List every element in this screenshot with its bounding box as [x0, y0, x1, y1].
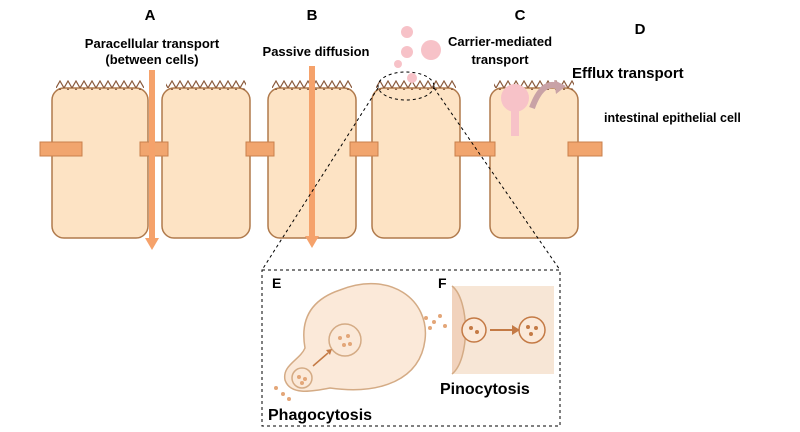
- label-f: F: [438, 275, 447, 291]
- label-c: C: [515, 7, 526, 24]
- labels: A B C D Paracellular transport (between …: [85, 7, 741, 424]
- passive-diffusion-label: Passive diffusion: [263, 44, 370, 59]
- label-d: D: [635, 21, 646, 38]
- paracellular-label-line1: Paracellular transport: [85, 36, 220, 51]
- paracellular-arrow: [145, 70, 159, 250]
- pinocytosis-illustration: [424, 285, 554, 375]
- passive-diffusion-arrow: [305, 66, 319, 248]
- label-a: A: [145, 7, 156, 24]
- junction-3: [245, 141, 275, 157]
- zoom-indicator: [261, 71, 561, 271]
- phagocytosis-illustration: [274, 282, 427, 401]
- tight-junctions: [39, 141, 603, 157]
- cell-4: [371, 80, 461, 239]
- carrier-label-line1: Carrier-mediated: [448, 34, 552, 49]
- junction-1: [39, 141, 83, 157]
- label-b: B: [307, 7, 318, 24]
- phagocytosis-label: Phagocytosis: [268, 407, 372, 424]
- carrier-label-line2: transport: [471, 52, 529, 67]
- junction-4: [349, 141, 379, 157]
- pinocytosis-label: Pinocytosis: [440, 381, 530, 398]
- carrier-protein: [501, 84, 529, 136]
- cell-1: [51, 80, 149, 239]
- paracellular-label-line2: (between cells): [105, 52, 198, 67]
- inset-box: [261, 269, 561, 427]
- cell-label: intestinal epithelial cell: [604, 111, 741, 125]
- junction-5: [454, 141, 496, 157]
- junction-6: [567, 141, 603, 157]
- label-e: E: [272, 275, 281, 291]
- efflux-pump: [529, 80, 566, 110]
- efflux-label: Efflux transport: [572, 65, 684, 82]
- cell-2: [161, 80, 251, 239]
- molecules: [394, 26, 441, 83]
